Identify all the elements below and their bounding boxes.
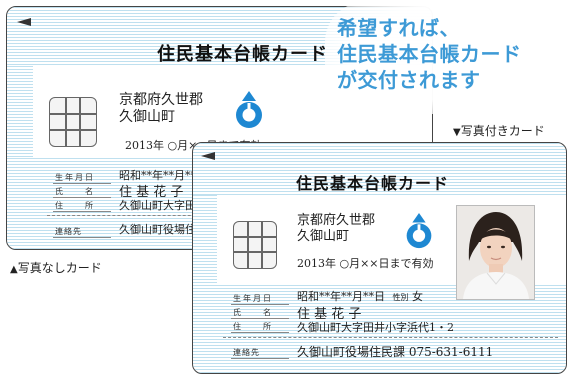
- town-emblem-icon: [406, 212, 432, 249]
- birth-date-text: 昭和**年**月**日: [119, 169, 207, 182]
- headline-line-3: が交付されます: [337, 68, 481, 92]
- headline-line-1: 希望すれば、: [337, 16, 460, 40]
- caption-with-photo: ▼写真付きカード: [453, 124, 545, 138]
- label-name: 氏 名: [55, 187, 95, 196]
- card-with-photo: 住民基本台帳カード 京都府久世郡 久御山町 2013年 ○月××日まで有効 生年…: [192, 142, 567, 374]
- ic-chip-icon: [233, 221, 277, 269]
- contact-text: 久御山町役場住民課 075-631-6111: [297, 345, 494, 359]
- town-text: 久御山町: [297, 229, 350, 244]
- triangle-up-icon: ▲: [10, 264, 18, 275]
- portrait-photo: [456, 205, 535, 300]
- caption-without-photo: ▲写真なしカード: [10, 261, 102, 275]
- town-emblem-icon: [236, 91, 262, 128]
- sex-value: 女: [412, 290, 423, 303]
- card-title: 住民基本台帳カード: [296, 174, 450, 193]
- name-text: 住 基 花 子: [297, 307, 362, 322]
- left-arrow-icon: [17, 18, 31, 26]
- prefecture-text: 京都府久世郡: [119, 92, 203, 108]
- sex-label: 性別: [392, 293, 409, 302]
- label-contact: 連絡先: [233, 348, 260, 357]
- card-hatch-top: [193, 143, 566, 195]
- validity-text: 2013年 ○月××日まで有効: [297, 257, 434, 270]
- card-title: 住民基本台帳カード: [157, 44, 328, 65]
- town-text: 久御山町: [119, 109, 175, 125]
- ic-chip-icon: [49, 97, 97, 147]
- left-arrow-icon: [201, 152, 215, 160]
- card-hatch-left: [7, 65, 33, 157]
- headline-bubble: [325, 2, 570, 114]
- label-contact: 連絡先: [55, 227, 82, 236]
- label-name: 氏 名: [233, 308, 273, 317]
- address-text: 久御山町大字田井小字浜代1・2: [297, 321, 454, 334]
- triangle-down-icon: ▼: [453, 127, 461, 138]
- headline-line-2: 住民基本台帳カード: [337, 42, 522, 66]
- label-address: 住 所: [55, 201, 95, 210]
- label-birth: 生年月日: [55, 173, 95, 182]
- label-birth: 生年月日: [233, 294, 273, 303]
- name-text: 住 基 花 子: [119, 185, 184, 200]
- label-address: 住 所: [233, 322, 273, 331]
- card-hatch-left: [193, 195, 217, 283]
- prefecture-text: 京都府久世郡: [297, 213, 376, 228]
- birth-date-text: 昭和**年**月**日 性別 女: [297, 290, 423, 303]
